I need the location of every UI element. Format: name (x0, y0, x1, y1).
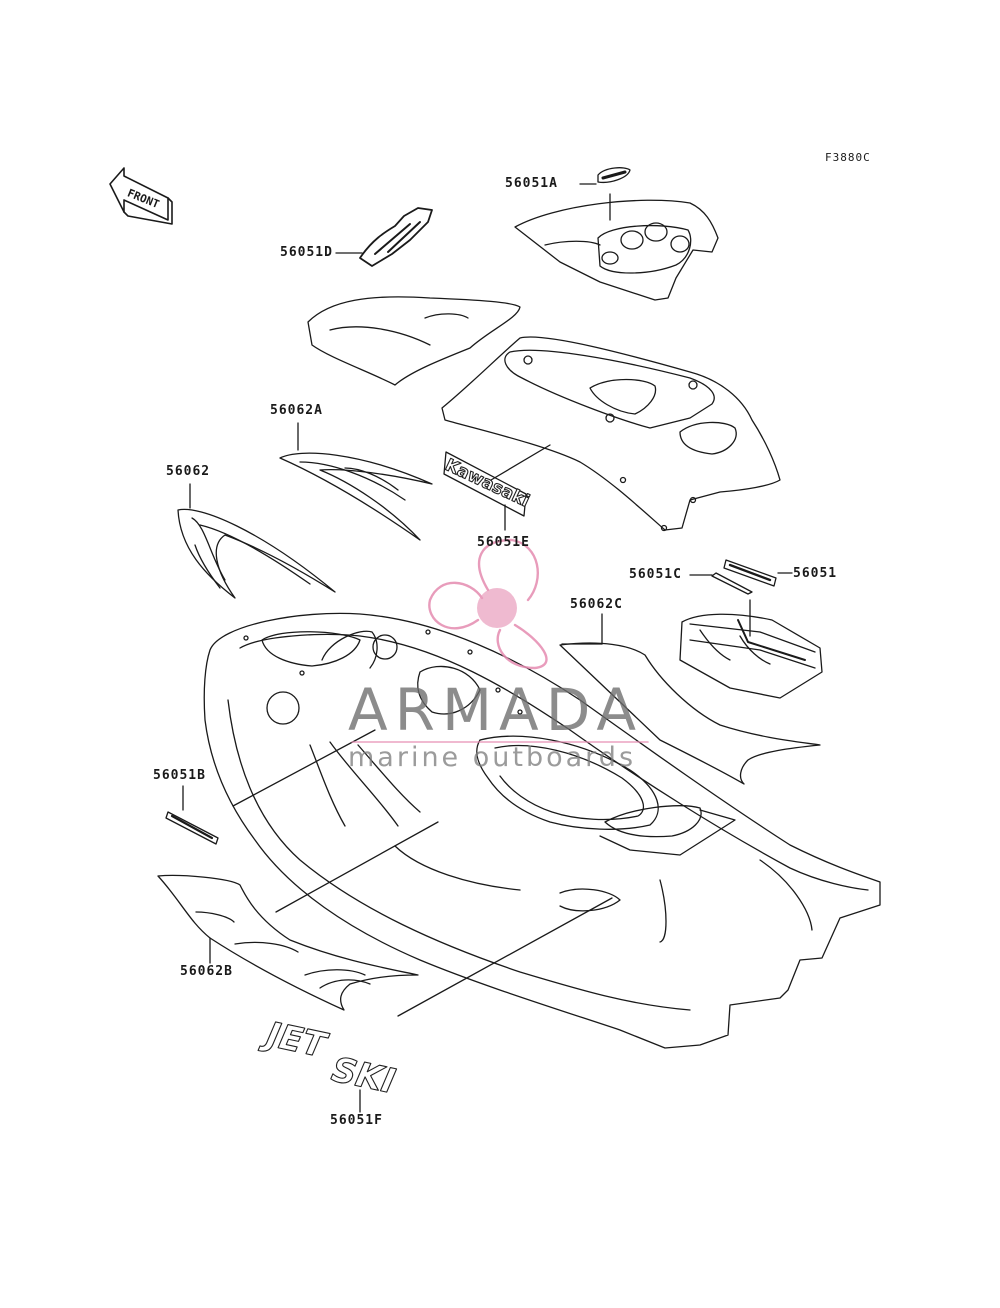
part-label-56051a[interactable]: 56051A (505, 176, 558, 191)
decal-56051b (165, 811, 219, 845)
part-label-56051e[interactable]: 56051E (477, 535, 530, 550)
emblem-56051a (597, 167, 631, 184)
part-label-56051b[interactable]: 56051B (153, 768, 206, 783)
jetski-decal-text-1: JET (257, 1013, 332, 1066)
stripe-decal-56062b (157, 874, 419, 1011)
instrument-cover (514, 199, 719, 301)
logo-decal-56051d (359, 207, 433, 267)
part-label-56051d[interactable]: 56051D (280, 245, 333, 260)
part-label-56062[interactable]: 56062 (166, 464, 211, 479)
upper-deck-hood (441, 336, 781, 532)
part-label-56051c[interactable]: 56051C (629, 567, 682, 582)
stripe-decal-56051 (723, 559, 777, 587)
stripe-decal-56062a (279, 452, 433, 541)
watermark-propeller-icon (428, 538, 548, 670)
stripe-decal-56051c (711, 572, 753, 595)
jetski-decal: JET SKI (257, 1013, 399, 1103)
part-label-56062b[interactable]: 56062B (180, 964, 233, 979)
watermark-title: ARMADA (348, 676, 644, 744)
hull-deck (203, 612, 881, 1049)
figure-code: F3880C (825, 151, 871, 164)
part-label-56062c[interactable]: 56062C (570, 597, 623, 612)
seat (307, 296, 521, 386)
watermark-subtitle: marine outboards (348, 742, 637, 773)
kawasaki-decal: Kawasaki (441, 451, 533, 517)
front-arrow-icon: FRONT (109, 167, 173, 225)
part-label-56062a[interactable]: 56062A (270, 403, 323, 418)
stripe-decal-56062 (177, 508, 336, 599)
stripe-decal-56062c (559, 642, 821, 785)
jetski-decal-text-2: SKI (328, 1050, 398, 1102)
part-label-56051[interactable]: 56051 (793, 566, 838, 581)
part-label-56051f[interactable]: 56051F (330, 1113, 383, 1128)
storage-hatch (679, 613, 823, 699)
